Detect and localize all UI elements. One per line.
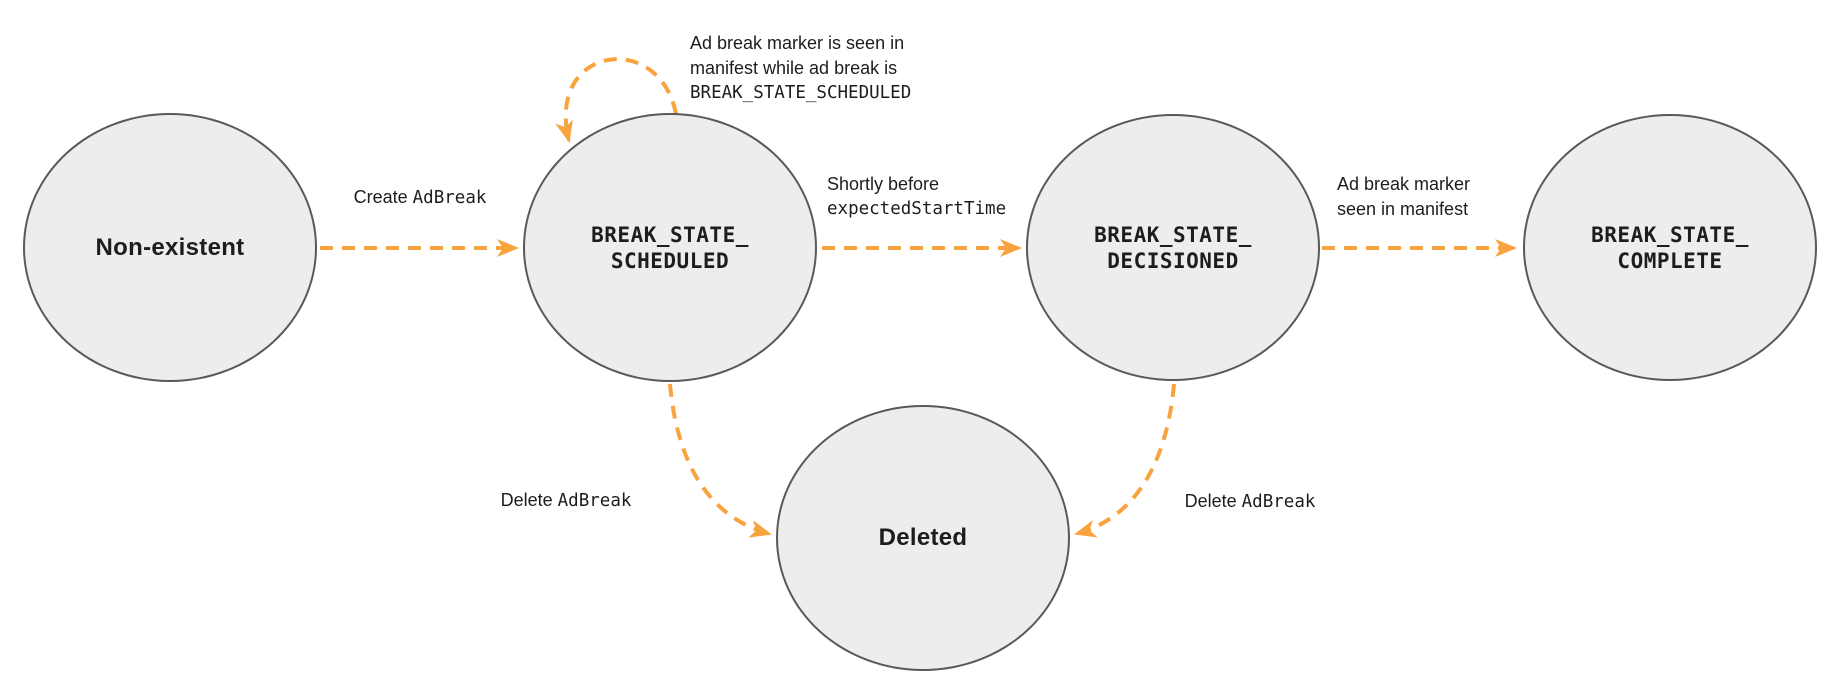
state-node-break-state-complete: BREAK_STATE_ COMPLETE <box>1523 114 1817 381</box>
edge-delete-adbreak-right-arrow <box>1074 383 1176 538</box>
edge-scheduled-self-loop-arrow <box>555 57 678 143</box>
state-label-line2: DECISIONED <box>1107 248 1239 273</box>
state-node-break-state-scheduled: BREAK_STATE_ SCHEDULED <box>523 113 817 382</box>
edge-label-code: AdBreak <box>1241 492 1316 512</box>
edge-label-code: expectedStartTime <box>827 199 1007 219</box>
edge-label-code-line: BREAK_STATE_SCHEDULED <box>690 83 912 103</box>
edge-label-code: AdBreak <box>557 491 632 511</box>
edge-label-delete-adbreak-left: Delete AdBreak <box>466 488 666 513</box>
edge-label-text: Shortly before <box>827 174 940 194</box>
state-label-line1: BREAK_STATE_ <box>1591 222 1749 247</box>
state-label: Non-existent <box>95 233 245 261</box>
edge-delete-adbreak-left-arrow <box>668 383 772 538</box>
state-node-non-existent: Non-existent <box>23 113 317 382</box>
edge-label-shortly-before: Shortly before expectedStartTime <box>827 172 1006 222</box>
edge-label-line2: manifest while ad break is <box>690 58 898 78</box>
edge-label-text: Delete <box>500 490 553 510</box>
edge-label-text: Delete <box>1184 491 1237 511</box>
edge-label-line1: Ad break marker is seen in <box>690 33 905 53</box>
edge-label-text: Create <box>353 187 408 207</box>
state-node-break-state-decisioned: BREAK_STATE_ DECISIONED <box>1026 114 1320 381</box>
edge-label-create-adbreak: Create AdBreak <box>320 185 520 210</box>
edge-label-scheduled-self-loop: Ad break marker is seen in manifest whil… <box>690 31 911 106</box>
edge-label-code: AdBreak <box>412 188 487 208</box>
edge-label-delete-adbreak-right: Delete AdBreak <box>1150 489 1350 514</box>
state-label-line1: BREAK_STATE_ <box>1094 222 1252 247</box>
edge-label-line2: seen in manifest <box>1337 199 1469 219</box>
state-node-deleted: Deleted <box>776 405 1070 671</box>
state-label-line2: COMPLETE <box>1617 248 1723 273</box>
edge-label-marker-seen: Ad break marker seen in manifest <box>1337 172 1470 222</box>
state-label-line1: BREAK_STATE_ <box>591 222 749 247</box>
state-label: Deleted <box>878 524 968 551</box>
state-label-line2: SCHEDULED <box>610 248 730 273</box>
edge-label-line1: Ad break marker <box>1337 174 1471 194</box>
